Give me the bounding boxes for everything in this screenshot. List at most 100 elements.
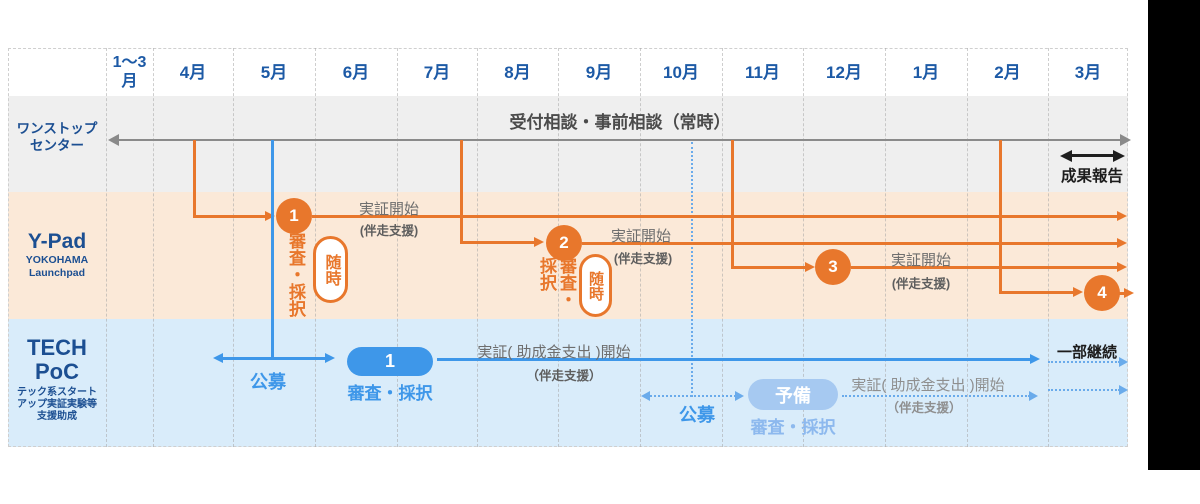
continuation-dotted-head-2 bbox=[1119, 385, 1128, 395]
tech-exam-label-2: 審査・採択 bbox=[750, 418, 836, 437]
phase-4-number: 4 bbox=[1097, 283, 1107, 302]
onestop-row-label: ワンストップ センター bbox=[8, 120, 106, 154]
demo-arrow-3 bbox=[851, 265, 1118, 269]
column-separator bbox=[722, 48, 723, 447]
anytime-label: 随時 bbox=[587, 270, 604, 301]
reserve-label: 予備 bbox=[775, 385, 811, 406]
corner-cell bbox=[8, 48, 106, 96]
tech-sub-line1: テック系スタート bbox=[17, 387, 97, 398]
ypad-drop-3 bbox=[731, 140, 734, 269]
month-header: 12月 bbox=[826, 62, 862, 82]
column-separator bbox=[885, 48, 886, 447]
grant-support-label-1: （伴走支援） bbox=[526, 369, 602, 383]
month-header: 10月 bbox=[663, 62, 699, 82]
grant-start-arrow bbox=[437, 357, 1031, 361]
tech-row-band bbox=[8, 319, 1128, 447]
demo-arrow-1-head bbox=[1117, 210, 1127, 221]
ypad-exam-label-1: 審査・採択 bbox=[286, 232, 305, 317]
tech-round-1-number: 1 bbox=[384, 351, 395, 371]
report-label: 成果報告 bbox=[1060, 168, 1123, 185]
demo-arrow-3-head bbox=[1117, 261, 1127, 272]
elbow-4-head bbox=[1073, 286, 1083, 297]
right-black-strip bbox=[1148, 0, 1200, 470]
month-header: 9月 bbox=[585, 62, 613, 82]
column-separator bbox=[233, 48, 234, 447]
month-header: 2月 bbox=[994, 62, 1021, 82]
grant-start-label-2: 実証( 助成金支出 )開始 bbox=[851, 377, 1005, 394]
kobo-arrow-left-head bbox=[213, 352, 223, 363]
column-separator bbox=[153, 48, 154, 447]
ypad-drop-1 bbox=[193, 140, 196, 217]
ypad-phase-1-circle: 1 bbox=[276, 198, 312, 234]
tech-name-line2: PoC bbox=[35, 359, 79, 384]
month-header: 1月 bbox=[912, 62, 940, 82]
support-label-3: (伴走支援) bbox=[891, 277, 951, 291]
month-header: 6月 bbox=[342, 62, 370, 82]
elbow-3-line bbox=[731, 265, 806, 269]
demo-start-label-2: 実証開始 bbox=[610, 228, 671, 245]
column-separator bbox=[477, 48, 478, 447]
continuation-dotted-arrow-1 bbox=[1048, 361, 1120, 363]
consult-label: 受付相談・事前相談（常時） bbox=[509, 113, 731, 132]
elbow-1-line bbox=[193, 214, 266, 218]
grant-start-dotted-head bbox=[1029, 391, 1038, 401]
kobo-arrow-right-head bbox=[325, 352, 335, 363]
column-separator bbox=[640, 48, 641, 447]
kobo-label-2: 公募 bbox=[679, 405, 715, 425]
month-header: 5月 bbox=[260, 62, 288, 82]
tech-sub-line2: アップ実証実験等 bbox=[17, 399, 97, 410]
kobo2-arrow-left-head bbox=[641, 391, 650, 401]
column-separator bbox=[803, 48, 804, 447]
demo-arrow-4-head bbox=[1124, 287, 1134, 298]
tech-name-line1: TECH bbox=[27, 335, 87, 360]
continuation-dotted-arrow-2 bbox=[1048, 389, 1120, 391]
support-label-1: (伴走支援) bbox=[359, 224, 419, 238]
demo-arrow-1 bbox=[312, 214, 1118, 218]
demo-start-label-1: 実証開始 bbox=[358, 201, 419, 218]
anytime-label: 随時 bbox=[322, 253, 340, 286]
ypad-row-label: Y-Pad YOKOHAMA Launchpad bbox=[8, 230, 106, 280]
report-arrow-right-head bbox=[1113, 150, 1125, 162]
tech-round-1-pill: 1 bbox=[347, 347, 433, 376]
tech-drop-blue bbox=[271, 140, 274, 359]
elbow-1-head bbox=[265, 210, 275, 221]
ypad-sub2: Launchpad bbox=[28, 267, 85, 279]
ypad-sub1: YOKOHAMA bbox=[25, 254, 89, 266]
demo-arrow-2 bbox=[582, 241, 1118, 245]
demo-arrow-2-head bbox=[1117, 237, 1127, 248]
report-arrow-left-head bbox=[1060, 150, 1072, 162]
column-separator bbox=[967, 48, 968, 447]
anytime-pill-2: 随時 bbox=[579, 254, 612, 317]
grant-support-label-2: （伴走支援） bbox=[886, 401, 962, 415]
kobo-arrow-line bbox=[222, 356, 326, 360]
grant-start-dotted-arrow bbox=[842, 395, 1030, 397]
column-separator bbox=[1048, 48, 1049, 447]
elbow-2-head bbox=[534, 236, 544, 247]
phase-2-number: 2 bbox=[559, 233, 569, 252]
column-separator bbox=[106, 48, 107, 447]
phase-3-number: 3 bbox=[828, 257, 838, 276]
anytime-pill-1: 随時 bbox=[313, 236, 348, 303]
ypad-exam-label-2: 審査・採択 bbox=[537, 257, 576, 308]
grant-start-label-1: 実証( 助成金支出 )開始 bbox=[477, 344, 631, 361]
elbow-4-line bbox=[999, 290, 1074, 294]
month-header-row: 1〜3月 4月 5月 6月 7月 8月 9月 10月 11月 12月 1月 2月… bbox=[8, 48, 1128, 96]
kobo-label-1: 公募 bbox=[250, 372, 286, 392]
continuation-dotted-head-1 bbox=[1119, 357, 1128, 367]
ypad-drop-2 bbox=[460, 140, 463, 244]
elbow-3-head bbox=[805, 261, 815, 272]
tech-reserve-pill: 予備 bbox=[748, 379, 838, 410]
month-header: 4月 bbox=[179, 62, 207, 82]
intake-arrow-left-head bbox=[108, 134, 119, 146]
grant-start-arrow-head bbox=[1030, 353, 1040, 364]
ypad-phase-3-circle: 3 bbox=[815, 249, 851, 285]
demo-start-label-3: 実証開始 bbox=[890, 252, 951, 269]
column-separator bbox=[397, 48, 398, 447]
tech-sub-line3: 支援助成 bbox=[37, 411, 77, 422]
tech-exam-label-1: 審査・採択 bbox=[347, 384, 433, 403]
phase-1-number: 1 bbox=[289, 206, 299, 225]
kobo2-arrow-right-head bbox=[735, 391, 744, 401]
ypad-phase-4-circle: 4 bbox=[1084, 275, 1120, 311]
month-header: 8月 bbox=[504, 62, 531, 82]
